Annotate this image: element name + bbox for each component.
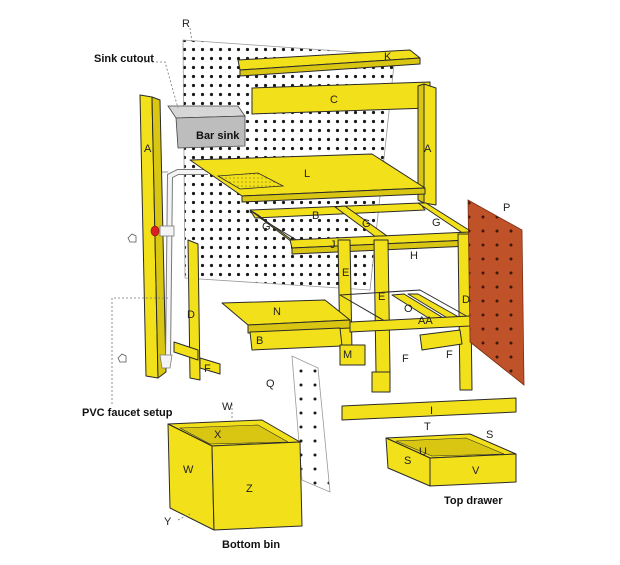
label-v: V (472, 465, 480, 477)
label-b-top: B (312, 210, 319, 222)
label-p: P (503, 202, 510, 214)
label-d-right: D (462, 294, 470, 306)
leader-lines (111, 27, 233, 521)
label-g-mid: G (362, 218, 371, 230)
leg-a-right (417, 83, 437, 206)
label-g-right: G (432, 217, 441, 229)
label-j: J (330, 239, 336, 251)
caption-pvc-faucet-setup: PVC faucet setup (82, 407, 173, 419)
label-e-left: E (342, 267, 349, 279)
side-right-feet (339, 329, 463, 366)
top-drawer (385, 433, 517, 487)
label-i: I (430, 405, 433, 417)
label-z: Z (246, 483, 253, 495)
label-g-left: G (262, 221, 271, 233)
pegboard-q (291, 355, 331, 493)
label-s-right: S (486, 429, 493, 441)
part-labels: R K C A A L B G G G J H E E D D P N O AA… (144, 18, 510, 528)
label-k: K (384, 51, 392, 63)
label-aa: AA (418, 315, 433, 327)
caption-top-drawer: Top drawer (444, 495, 503, 507)
back-rail-c (251, 81, 431, 115)
label-w-top: W (222, 401, 233, 413)
shelf-n (221, 299, 351, 351)
label-l: L (304, 168, 310, 180)
shelf-k (237, 49, 421, 77)
bottom-bin (167, 419, 303, 531)
label-u: U (419, 446, 427, 458)
label-x: X (214, 429, 222, 441)
label-n: N (273, 306, 281, 318)
hand-icon (117, 233, 137, 363)
label-f-mid: F (402, 353, 409, 365)
countertop-l (189, 153, 426, 203)
caption-bottom-bin: Bottom bin (222, 539, 280, 551)
label-a-left: A (144, 143, 152, 155)
label-q: Q (266, 378, 275, 390)
label-h: H (410, 250, 418, 262)
label-d-left: D (187, 309, 195, 321)
caption-sink-cutout: Sink cutout (94, 53, 154, 65)
pvc-faucet (150, 169, 208, 369)
side-left (173, 239, 221, 381)
leg-a-left (139, 94, 167, 379)
label-t: T (424, 421, 431, 433)
label-m: M (343, 349, 352, 361)
label-w-side: W (183, 464, 194, 476)
label-o: O (404, 303, 413, 315)
label-a-right: A (424, 143, 432, 155)
bar-sink (167, 105, 246, 149)
label-e-mid: E (378, 291, 385, 303)
label-f-right: F (446, 349, 453, 361)
valve-icon (150, 225, 160, 237)
label-c: C (330, 94, 338, 106)
label-b-bottom: B (256, 335, 263, 347)
label-r: R (182, 18, 190, 30)
label-f-left: F (204, 363, 211, 375)
label-y: Y (164, 516, 172, 528)
pegboard-p (467, 199, 525, 386)
label-s-left: S (404, 455, 411, 467)
caption-bar-sink: Bar sink (196, 130, 240, 142)
upper-frame (249, 202, 473, 255)
rail-i (341, 397, 517, 421)
